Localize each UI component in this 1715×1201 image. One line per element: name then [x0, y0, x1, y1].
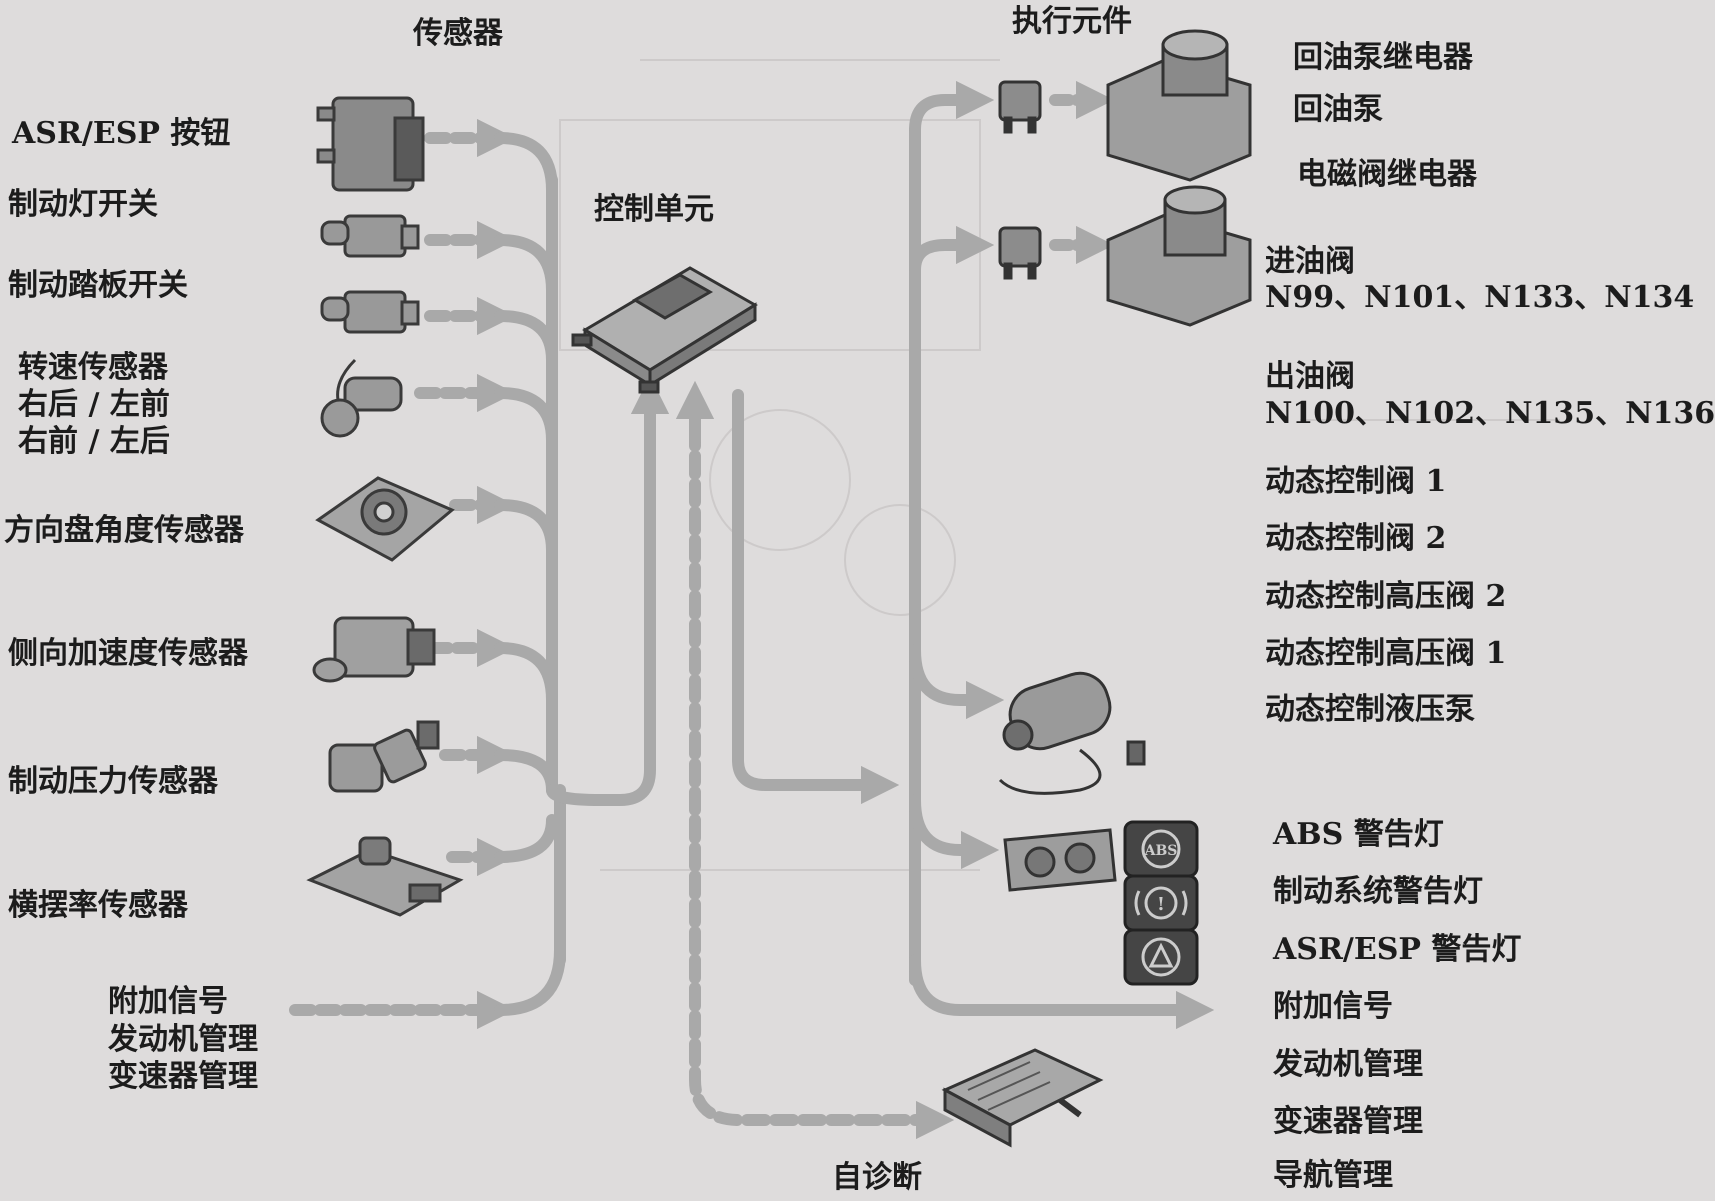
- sensor-label-wheel-speed-rr-lf: 右后 / 左前: [18, 387, 170, 422]
- sensor-label-brake-pedal-switch: 制动踏板开关: [8, 268, 188, 303]
- solenoid-valve-relay-illustration: [998, 226, 1042, 280]
- sensor-label-transmission-management: 变速器管理: [108, 1059, 258, 1094]
- actuator-label-high-pressure-valve-2: 动态控制高压阀 2: [1265, 579, 1507, 614]
- actuators-header: 执行元件: [1012, 4, 1132, 39]
- brake-pressure-sensor-illustration: [328, 720, 440, 793]
- sensor-label-brake-pressure: 制动压力传感器: [8, 764, 218, 799]
- brake-system-warning-lamp-icon: !: [1123, 874, 1199, 932]
- diagnosis-connector-illustration: [941, 1048, 1104, 1148]
- return-pump-relay-illustration: [998, 80, 1042, 134]
- sensor-label-brake-light-switch: 制动灯开关: [8, 187, 158, 222]
- asr-esp-button-illustration: [316, 96, 425, 192]
- hydraulic-unit-illustration-2: [1106, 185, 1252, 327]
- actuator-label-hydraulic-pump: 动态控制液压泵: [1265, 692, 1475, 727]
- dynamic-control-pump-illustration: [998, 671, 1146, 795]
- output-flow-lines: [732, 80, 1215, 1030]
- actuator-label-solenoid-valve-relay: 电磁阀继电器: [1297, 157, 1477, 192]
- actuator-label-engine-management: 发动机管理: [1273, 1047, 1423, 1082]
- sensor-label-engine-management: 发动机管理: [108, 1022, 258, 1057]
- sensor-label-lateral-acceleration: 侧向加速度传感器: [8, 636, 248, 671]
- diagnosis-flow-line: [675, 380, 955, 1140]
- esp-system-diagram: ABS ! 传感器 控制单元 执行元件 自诊断 ASR/ESP 按钮 制动灯开关…: [4, 4, 1715, 1195]
- diagram-graphics: ABS !: [289, 29, 1560, 1148]
- abs-warning-lamp-icon: ABS: [1123, 820, 1199, 878]
- brake-light-switch-illustration: [320, 214, 420, 258]
- actuator-label-additional-signal: 附加信号: [1273, 989, 1393, 1024]
- actuator-label-high-pressure-valve-1: 动态控制高压阀 1: [1265, 636, 1507, 671]
- sensor-flow-lines: [289, 118, 670, 1030]
- sensor-label-yaw-rate: 横摆率传感器: [8, 888, 188, 923]
- sensors-header: 传感器: [413, 16, 503, 51]
- sensor-label-additional-signal: 附加信号: [108, 984, 228, 1019]
- sensor-label-wheel-speed-rf-lr: 右前 / 左后: [18, 424, 170, 459]
- actuator-label-outlet-valve: 出油阀: [1265, 359, 1355, 394]
- actuator-label-asr-esp-warning-lamp: ASR/ESP 警告灯: [1273, 932, 1522, 967]
- yaw-rate-sensor-illustration: [306, 836, 464, 917]
- lateral-acceleration-sensor-illustration: [312, 616, 436, 683]
- actuator-label-abs-warning-lamp: ABS 警告灯: [1273, 817, 1444, 852]
- sensor-label-asr-esp-button: ASR/ESP 按钮: [12, 116, 231, 151]
- actuator-label-return-pump: 回油泵: [1293, 92, 1383, 127]
- sensor-label-steering-angle: 方向盘角度传感器: [4, 513, 244, 548]
- actuator-label-dynamic-control-valve-2: 动态控制阀 2: [1265, 521, 1447, 556]
- actuator-label-brake-system-warning-lamp: 制动系统警告灯: [1273, 874, 1483, 909]
- control-unit-illustration: [571, 266, 758, 394]
- svg-text:!: !: [1157, 894, 1165, 915]
- steering-angle-sensor-illustration: [315, 476, 455, 562]
- brake-pedal-switch-illustration: [320, 290, 420, 334]
- actuator-label-return-pump-relay: 回油泵继电器: [1293, 40, 1473, 75]
- instrument-cluster-illustration: [1003, 828, 1117, 892]
- svg-text:ABS: ABS: [1144, 843, 1178, 859]
- wheel-speed-sensor-illustration: [320, 358, 403, 438]
- actuator-label-transmission-management: 变速器管理: [1273, 1104, 1423, 1139]
- sensor-label-wheel-speed: 转速传感器: [18, 350, 168, 385]
- asr-esp-warning-lamp-icon: [1123, 928, 1199, 986]
- control-unit-header: 控制单元: [594, 192, 714, 227]
- hydraulic-unit-illustration-1: [1106, 29, 1252, 182]
- actuator-label-dynamic-control-valve-1: 动态控制阀 1: [1265, 464, 1447, 499]
- actuator-label-outlet-valve-codes: N100、N102、N135、N136: [1265, 396, 1715, 431]
- actuator-label-navigation-management: 导航管理: [1273, 1158, 1393, 1193]
- actuator-label-inlet-valve-codes: N99、N101、N133、N134: [1265, 280, 1695, 315]
- self-diagnosis-header: 自诊断: [832, 1160, 922, 1195]
- actuator-label-inlet-valve: 进油阀: [1265, 244, 1355, 279]
